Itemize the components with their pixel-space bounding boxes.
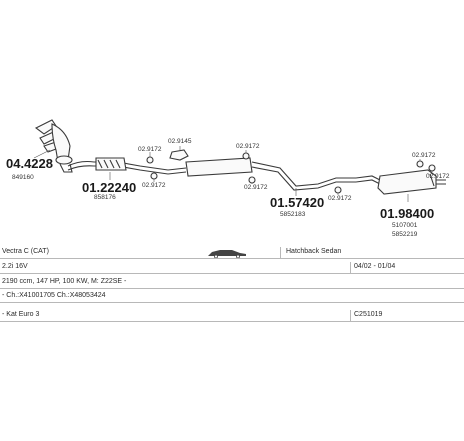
engine: 2.2i 16V [2, 263, 28, 270]
info-row-specs: 2190 ccm, 147 HP, 100 KW, M: Z22SE - [0, 277, 464, 289]
chassis: - Ch.:X41001705 Ch.:X48053424 [2, 292, 106, 299]
fitting-rubber-mount [416, 159, 424, 168]
fitting-label: 02.9172 [236, 143, 260, 150]
centre-silencer-ref: 5852183 [280, 211, 306, 218]
model: Vectra C (CAT) [2, 248, 49, 255]
rear-silencer-ref-1: 5107001 [392, 222, 418, 229]
info-row-norm: - Kat Euro 3 C251019 [0, 310, 464, 322]
front-pipe-ref: 858176 [94, 194, 116, 201]
fitting-label: 02.9172 [244, 184, 268, 191]
fitting-label: 02.9145 [168, 138, 192, 145]
front-pipe-number: 01.22240 [82, 180, 136, 195]
specs: 2190 ccm, 147 HP, 100 KW, M: Z22SE - [2, 278, 127, 285]
info-row-model: Vectra C (CAT) Hatchback Sedan [0, 247, 464, 259]
manifold-number: 04.4228 [6, 156, 53, 171]
divider [350, 262, 351, 273]
fitting-gasket [169, 146, 189, 161]
fitting-label: 02.9172 [138, 146, 162, 153]
rear-silencer [355, 169, 446, 195]
fitting-clamp [150, 172, 158, 182]
front-pipe [67, 157, 169, 175]
body-type: Hatchback Sedan [286, 248, 342, 255]
fitting-label: 02.9172 [426, 173, 450, 180]
divider [350, 310, 351, 321]
years: 04/02 - 01/04 [354, 263, 396, 270]
fitting-rubber-mount [242, 150, 250, 160]
fitting-label: 02.9172 [142, 182, 166, 189]
fitting-clamp [146, 152, 154, 164]
car-silhouette-icon [208, 250, 246, 258]
catalog-code: C251019 [354, 311, 383, 318]
fitting-rubber-mount [428, 164, 436, 172]
fitting-clamp [334, 186, 342, 195]
fitting-rubber-mount [248, 176, 256, 184]
info-row-chassis: - Ch.:X41001705 Ch.:X48053424 [0, 291, 464, 303]
fitting-label: 02.9172 [412, 152, 436, 159]
emission-norm: - Kat Euro 3 [2, 311, 40, 318]
exhaust-manifold [34, 119, 73, 173]
centre-silencer-number: 01.57420 [270, 195, 324, 210]
rear-silencer-ref-2: 5852219 [392, 231, 418, 238]
rear-silencer-number: 01.98400 [380, 206, 434, 221]
centre-silencer [167, 157, 356, 191]
manifold-ref: 849160 [12, 174, 34, 181]
info-row-engine: 2.2i 16V 04/02 - 01/04 [0, 262, 464, 274]
fitting-label: 02.9172 [328, 195, 352, 202]
divider [280, 247, 281, 258]
